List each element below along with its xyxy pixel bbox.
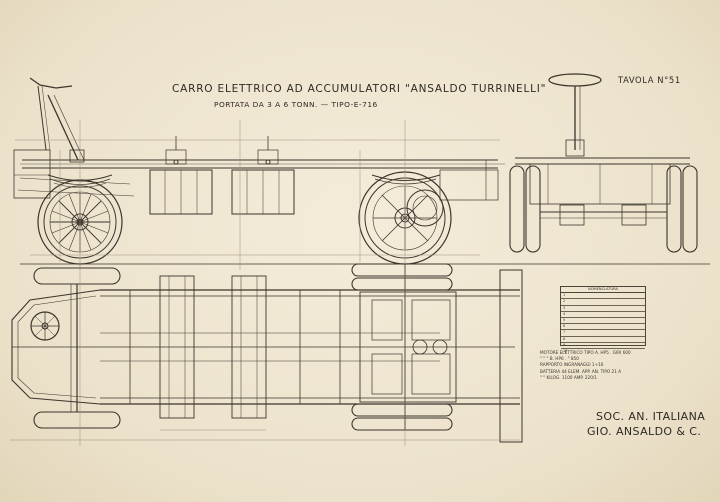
end-wheel-left-2 — [525, 165, 541, 253]
steering-wheel-plan — [30, 311, 60, 341]
dimension-lines-plan — [10, 262, 520, 446]
drawing-title: CARRO ELETTRICO AD ACCUMULATORI "ANSALDO… — [172, 83, 547, 95]
technical-note: RAPPORTO INGRANAGGI 1÷16 — [540, 362, 604, 368]
nomenclature-row: 8 — [561, 337, 645, 343]
end-elevation-view — [505, 73, 710, 265]
front-tyre-plan-lower — [33, 411, 121, 429]
rear-tyre-plan-lower-1 — [351, 403, 453, 417]
rear-motor-side — [406, 189, 444, 227]
technical-note: " " " B. HP6 . " 850 — [540, 356, 579, 362]
nomenclature-row: 4 — [561, 312, 645, 319]
end-wheel-right-1 — [666, 165, 682, 253]
nomenclature-row: 3 — [561, 306, 645, 312]
technical-notes: MOTORE ELETTRICO TIPO A. HP5 . GIRI 600 … — [540, 350, 680, 381]
rear-tyre-plan-upper-1 — [351, 263, 453, 277]
nomenclature-title: NOMENCLATURA — [561, 287, 645, 294]
nomenclature-row: 2 — [561, 299, 645, 306]
rear-tyre-plan-lower-2 — [351, 417, 453, 431]
rear-crossbeam — [499, 269, 523, 443]
front-body — [13, 149, 51, 199]
steering-column — [47, 94, 79, 161]
steering-wheel-end — [548, 73, 602, 87]
steering-wheel-side — [29, 77, 73, 89]
nomenclature-table: NOMENCLATURA 1 2 3 4 5 6 7 8 9 10 — [560, 286, 646, 353]
front-tyre-plan-upper — [33, 267, 121, 285]
technical-note: " " KILOG. 1100 AMP. 220/1 — [540, 374, 597, 380]
nomenclature-row: 5 — [561, 318, 645, 325]
battery-cradle-2 — [231, 275, 267, 419]
plan-view — [11, 263, 523, 443]
plate-number: TAVOLA N°51 — [618, 75, 681, 85]
technical-note: MOTORE ELETTRICO TIPO A. HP5 . GIRI 600 — [540, 350, 631, 355]
rear-motor-housing — [359, 291, 457, 403]
drawing-subtitle: PORTATA DA 3 A 6 TONN. — TIPO-E-716 — [214, 100, 378, 109]
company-name-line2: GIO. ANSALDO & C. — [587, 425, 702, 438]
company-name-line1: SOC. AN. ITALIANA — [596, 410, 706, 423]
rear-tyre-plan-upper-2 — [351, 277, 453, 291]
technical-note: BATTERIA 44 ELEM. APP. AN. TIPO 21 A — [540, 368, 622, 374]
dimension-lines-side — [15, 120, 500, 270]
nomenclature-row: 1 — [561, 293, 645, 300]
nomenclature-row: 6 — [561, 324, 645, 331]
end-wheel-left-1 — [509, 165, 525, 253]
battery-cradle-1 — [159, 275, 195, 419]
end-wheel-right-2 — [682, 165, 698, 253]
nomenclature-row: 9 — [561, 343, 645, 350]
nomenclature-row: 10 — [563, 349, 568, 354]
nomenclature-row: 7 — [561, 330, 645, 337]
